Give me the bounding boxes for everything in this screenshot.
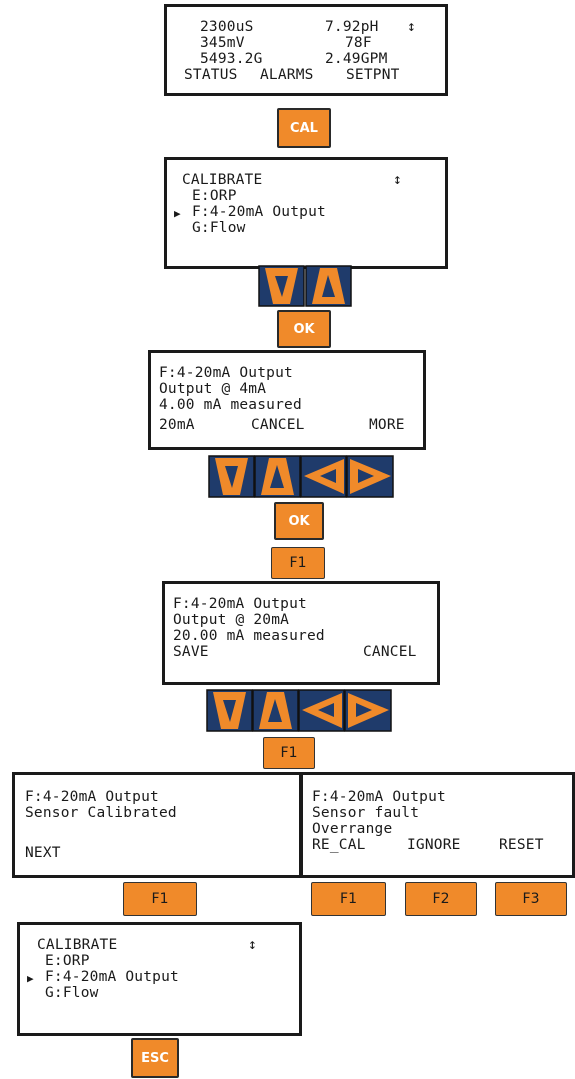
cal-key[interactable]: CAL <box>277 108 331 148</box>
calibrate-menu-display: CALIBRATE ↕ E:ORP ▶ F:4-20mA Output G:Fl… <box>17 922 302 1036</box>
f1-key[interactable]: F1 <box>311 882 386 916</box>
softkey-re-cal: RE_CAL <box>312 837 366 853</box>
up-arrow-key-icon[interactable] <box>254 455 301 498</box>
ph-value: 7.92pH <box>325 19 379 35</box>
left-arrow-key-icon[interactable] <box>298 689 345 732</box>
f1-key[interactable]: F1 <box>271 547 325 579</box>
measured-current: 4.00 mA measured <box>159 397 302 413</box>
f3-key[interactable]: F3 <box>495 882 567 916</box>
right-arrow-key-icon[interactable] <box>344 689 392 732</box>
calibrate-menu-display: CALIBRATE ↕ E:ORP ▶ F:4-20mA Output G:Fl… <box>164 157 448 269</box>
orp-value: 345mV <box>200 35 245 51</box>
selection-pointer-icon: ▶ <box>174 207 181 220</box>
menu-item-orp: E:ORP <box>192 188 237 204</box>
softkey-next: NEXT <box>25 845 61 861</box>
menu-item-4-20ma: F:4-20mA Output <box>45 969 179 985</box>
softkey-more: MORE <box>369 417 405 433</box>
output-label: F:4-20mA Output <box>312 789 446 805</box>
temperature-value: 78F <box>345 35 372 51</box>
fault-reason: Overrange <box>312 821 393 837</box>
menu-item-flow: G:Flow <box>45 985 99 1001</box>
total-volume-value: 5493.2G <box>200 51 263 67</box>
output-setpoint: Output @ 4mA <box>159 381 267 397</box>
softkey-alarms: ALARMS <box>260 67 314 83</box>
output-label: F:4-20mA Output <box>25 789 159 805</box>
calibration-status: Sensor Calibrated <box>25 805 177 821</box>
softkey-setpnt: SETPNT <box>346 67 400 83</box>
menu-item-flow: G:Flow <box>192 220 246 236</box>
esc-key[interactable]: ESC <box>131 1038 179 1078</box>
ok-key[interactable]: OK <box>274 502 324 540</box>
right-arrow-key-icon[interactable] <box>346 455 394 498</box>
down-arrow-key-icon[interactable] <box>206 689 253 732</box>
output-4ma-display: F:4-20mA Output Output @ 4mA 4.00 mA mea… <box>148 350 426 450</box>
down-arrow-key-icon[interactable] <box>208 455 255 498</box>
ok-key[interactable]: OK <box>277 310 331 348</box>
sensor-calibrated-display: F:4-20mA Output Sensor Calibrated NEXT <box>12 772 302 878</box>
f1-key[interactable]: F1 <box>263 737 315 769</box>
flow-rate-value: 2.49GPM <box>325 51 388 67</box>
softkey-save: SAVE <box>173 644 209 660</box>
main-status-display: 2300uS 7.92pH ↕ 345mV 78F 5493.2G 2.49GP… <box>164 4 448 96</box>
softkey-cancel: CANCEL <box>363 644 417 660</box>
output-20ma-display: F:4-20mA Output Output @ 20mA 20.00 mA m… <box>162 581 440 685</box>
scroll-icon: ↕ <box>248 937 257 953</box>
menu-title: CALIBRATE <box>37 937 118 953</box>
output-setpoint: Output @ 20mA <box>173 612 290 628</box>
down-arrow-key-icon[interactable] <box>258 265 305 307</box>
arrow-keys-cluster[interactable] <box>208 455 394 498</box>
menu-title: CALIBRATE <box>182 172 263 188</box>
output-label: F:4-20mA Output <box>159 365 293 381</box>
menu-item-orp: E:ORP <box>45 953 90 969</box>
softkey-ignore: IGNORE <box>407 837 461 853</box>
scroll-icon: ↕ <box>407 19 416 35</box>
measured-current: 20.00 mA measured <box>173 628 325 644</box>
fault-status: Sensor fault <box>312 805 420 821</box>
arrow-keys-up-down[interactable] <box>258 265 352 307</box>
output-label: F:4-20mA Output <box>173 596 307 612</box>
softkey-reset: RESET <box>499 837 544 853</box>
f2-key[interactable]: F2 <box>405 882 477 916</box>
softkey-20ma: 20mA <box>159 417 195 433</box>
scroll-icon: ↕ <box>393 172 402 188</box>
sensor-fault-display: F:4-20mA Output Sensor fault Overrange R… <box>300 772 575 878</box>
up-arrow-key-icon[interactable] <box>305 265 352 307</box>
up-arrow-key-icon[interactable] <box>252 689 299 732</box>
conductivity-value: 2300uS <box>200 19 254 35</box>
selection-pointer-icon: ▶ <box>27 972 34 985</box>
arrow-keys-cluster[interactable] <box>206 689 392 732</box>
left-arrow-key-icon[interactable] <box>300 455 347 498</box>
menu-item-4-20ma: F:4-20mA Output <box>192 204 326 220</box>
softkey-cancel: CANCEL <box>251 417 305 433</box>
softkey-status: STATUS <box>184 67 238 83</box>
f1-key[interactable]: F1 <box>123 882 197 916</box>
